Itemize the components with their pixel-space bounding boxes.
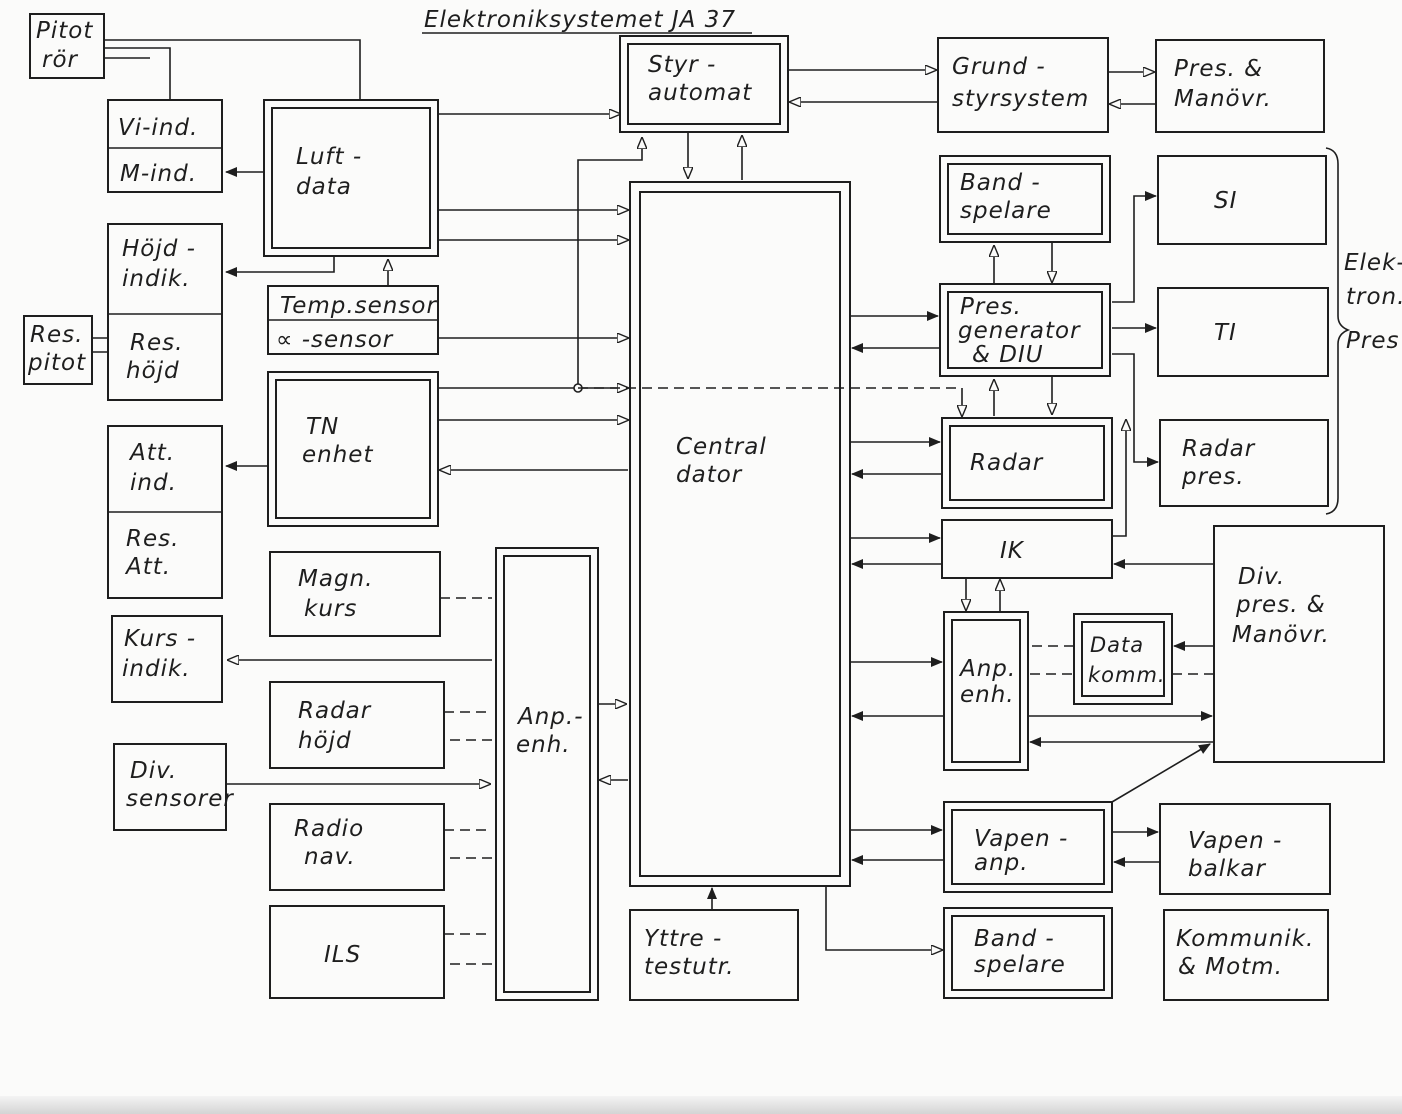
si-label: SI (1214, 188, 1237, 214)
band-spelare-bottom-block (943, 907, 1113, 999)
div-pres-manovr-block (1213, 525, 1385, 763)
anp-enh-left-inner (503, 555, 591, 993)
kommunik-motm-block (1163, 909, 1329, 1001)
res-hojd-label: Res. höjd (126, 330, 192, 384)
ti-label: TI (1214, 320, 1237, 346)
vapen-balkar-label: Vapen - balkar (1188, 828, 1291, 882)
vi-m-ind-block (107, 99, 223, 193)
ti-block (1157, 287, 1329, 377)
ik-block (941, 519, 1113, 579)
central-dator-block (629, 181, 851, 887)
vapen-to-div-pres-diagonal (1111, 743, 1211, 803)
div-sensorer-block (113, 743, 227, 831)
tn-to-styr-line (577, 138, 642, 388)
vi-ind-label: Vi-ind. (118, 115, 198, 141)
central-dator-label: Central dator (676, 434, 775, 488)
vapen-balkar-block (1159, 803, 1331, 895)
res-pitot-block (23, 315, 93, 385)
pres-generator-label: Pres. generator & DIU (958, 294, 1089, 368)
pres-manovr-top-block (1155, 39, 1325, 133)
band-spelare-top-label: Band - spelare (960, 170, 1052, 224)
band-spelare-top-inner (947, 163, 1103, 235)
ils-block (269, 905, 445, 999)
anp-enh-right-inner (951, 619, 1021, 763)
radio-nav-block (269, 803, 445, 891)
anp-enh-left-block (495, 547, 599, 1001)
pres-gen-to-si-arrow (1112, 191, 1157, 303)
res-pitot-label: Res. pitot (27, 322, 92, 376)
yttre-testutr-label: Yttre - testutr. (644, 926, 734, 980)
radar-label: Radar (970, 450, 1044, 476)
pres-gen-to-radar-pres (1112, 353, 1159, 467)
central-dator-inner (639, 191, 841, 877)
kurs-indik-label: Kurs - indik. (122, 626, 204, 682)
band-spelare-bottom-label: Band - spelare (974, 926, 1066, 978)
temp-sensor-label: Temp.sensor (280, 293, 437, 319)
pitot-line-2 (104, 47, 171, 100)
div-sensorer-label: Div. sensorer (126, 758, 234, 812)
kurs-indik-block (111, 615, 223, 703)
anp-enh-left-label: Anp.- enh. (516, 704, 592, 758)
radio-nav-label: Radio nav. (294, 816, 372, 870)
luft-to-hojd-arrow (225, 256, 335, 277)
band-spelare-bottom-inner (951, 915, 1105, 991)
vapen-anp-inner (951, 809, 1105, 885)
pitot-ror-block (29, 13, 105, 79)
hojd-block (107, 223, 223, 401)
luft-data-label: Luft - data (296, 144, 370, 200)
luft-data-block (263, 99, 439, 257)
data-komm-block (1073, 613, 1173, 705)
pres-generator-inner (947, 291, 1103, 369)
radar-hojd-label: Radar höjd (298, 698, 380, 754)
pres-manovr-top-label: Pres. & Manövr. (1174, 56, 1272, 112)
tn-enhet-label: TN enhet (302, 414, 373, 468)
ils-label: ILS (324, 942, 361, 968)
styr-automat-inner (627, 43, 781, 125)
data-komm-label: Data komm. (1088, 633, 1166, 687)
radar-pres-block (1159, 419, 1329, 507)
div-pres-manovr-label: Div. pres. & Manövr. (1232, 564, 1334, 648)
res-pitot-link (92, 337, 108, 353)
styr-automat-block (619, 35, 789, 133)
grund-styrsystem-block (937, 37, 1109, 133)
ik-label: IK (1000, 538, 1025, 564)
luft-data-inner (271, 107, 431, 249)
anp-enh-right-label: Anp. enh. (958, 656, 1025, 708)
band-spelare-top-block (939, 155, 1111, 243)
diagram-title: Elektroniksystemet JA 37 (424, 7, 736, 33)
hojd-indik-label: Höjd - indik. (122, 236, 204, 292)
att-ind-label: Att. ind. (128, 440, 183, 496)
vapen-anp-block (943, 801, 1113, 893)
alpha-sensor-label: ∝ -sensor (276, 327, 394, 353)
ik-to-radar-pres (1112, 420, 1126, 537)
yttre-testutr-block (629, 909, 799, 1001)
anp-enh-right-block (943, 611, 1029, 771)
pitot-line-1 (104, 39, 361, 100)
magn-kurs-block (269, 551, 441, 637)
page-bottom-shade (0, 1096, 1402, 1114)
radar-inner (949, 425, 1105, 501)
styr-automat-label: Styr - automat (648, 52, 752, 106)
pitot-ror-label: Pitot rör (36, 18, 102, 73)
radar-hojd-block (269, 681, 445, 769)
vapen-anp-label: Vapen - anp. (974, 826, 1077, 876)
pres-generator-block (939, 283, 1111, 377)
elektron-pres-label: Elek- tron. Pres (1344, 250, 1402, 354)
central-to-band-bottom (825, 886, 942, 950)
si-block (1157, 155, 1327, 245)
radar-pres-label: Radar pres. (1181, 436, 1264, 490)
radar-block (941, 417, 1113, 509)
data-komm-inner (1081, 621, 1165, 697)
kommunik-motm-label: Kommunik. & Motm. (1176, 926, 1323, 980)
tn-enhet-inner (275, 379, 431, 519)
res-att-label: Res. Att. (124, 526, 188, 580)
magn-kurs-label: Magn. kurs (298, 566, 382, 622)
grund-styrsystem-label: Grund - styrsystem (952, 54, 1089, 112)
elektron-pres-brace (1325, 147, 1351, 515)
m-ind-label: M-ind. (120, 161, 197, 187)
tn-enhet-block (267, 371, 439, 527)
